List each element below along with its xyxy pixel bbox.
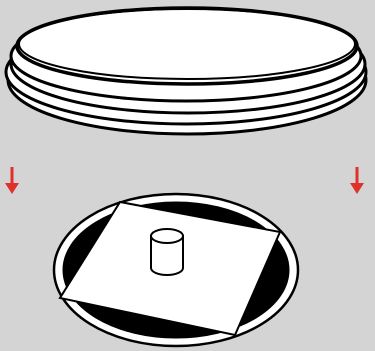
base-assembly: [52, 192, 300, 348]
cylinder-post: [150, 228, 184, 276]
right-arrow: [350, 167, 364, 194]
left-arrow: [5, 167, 19, 194]
arrow-down-icon: [5, 167, 19, 194]
disc-top-rim: [18, 8, 356, 80]
arrow-down-icon: [350, 167, 364, 194]
disc-stack: [4, 6, 368, 136]
